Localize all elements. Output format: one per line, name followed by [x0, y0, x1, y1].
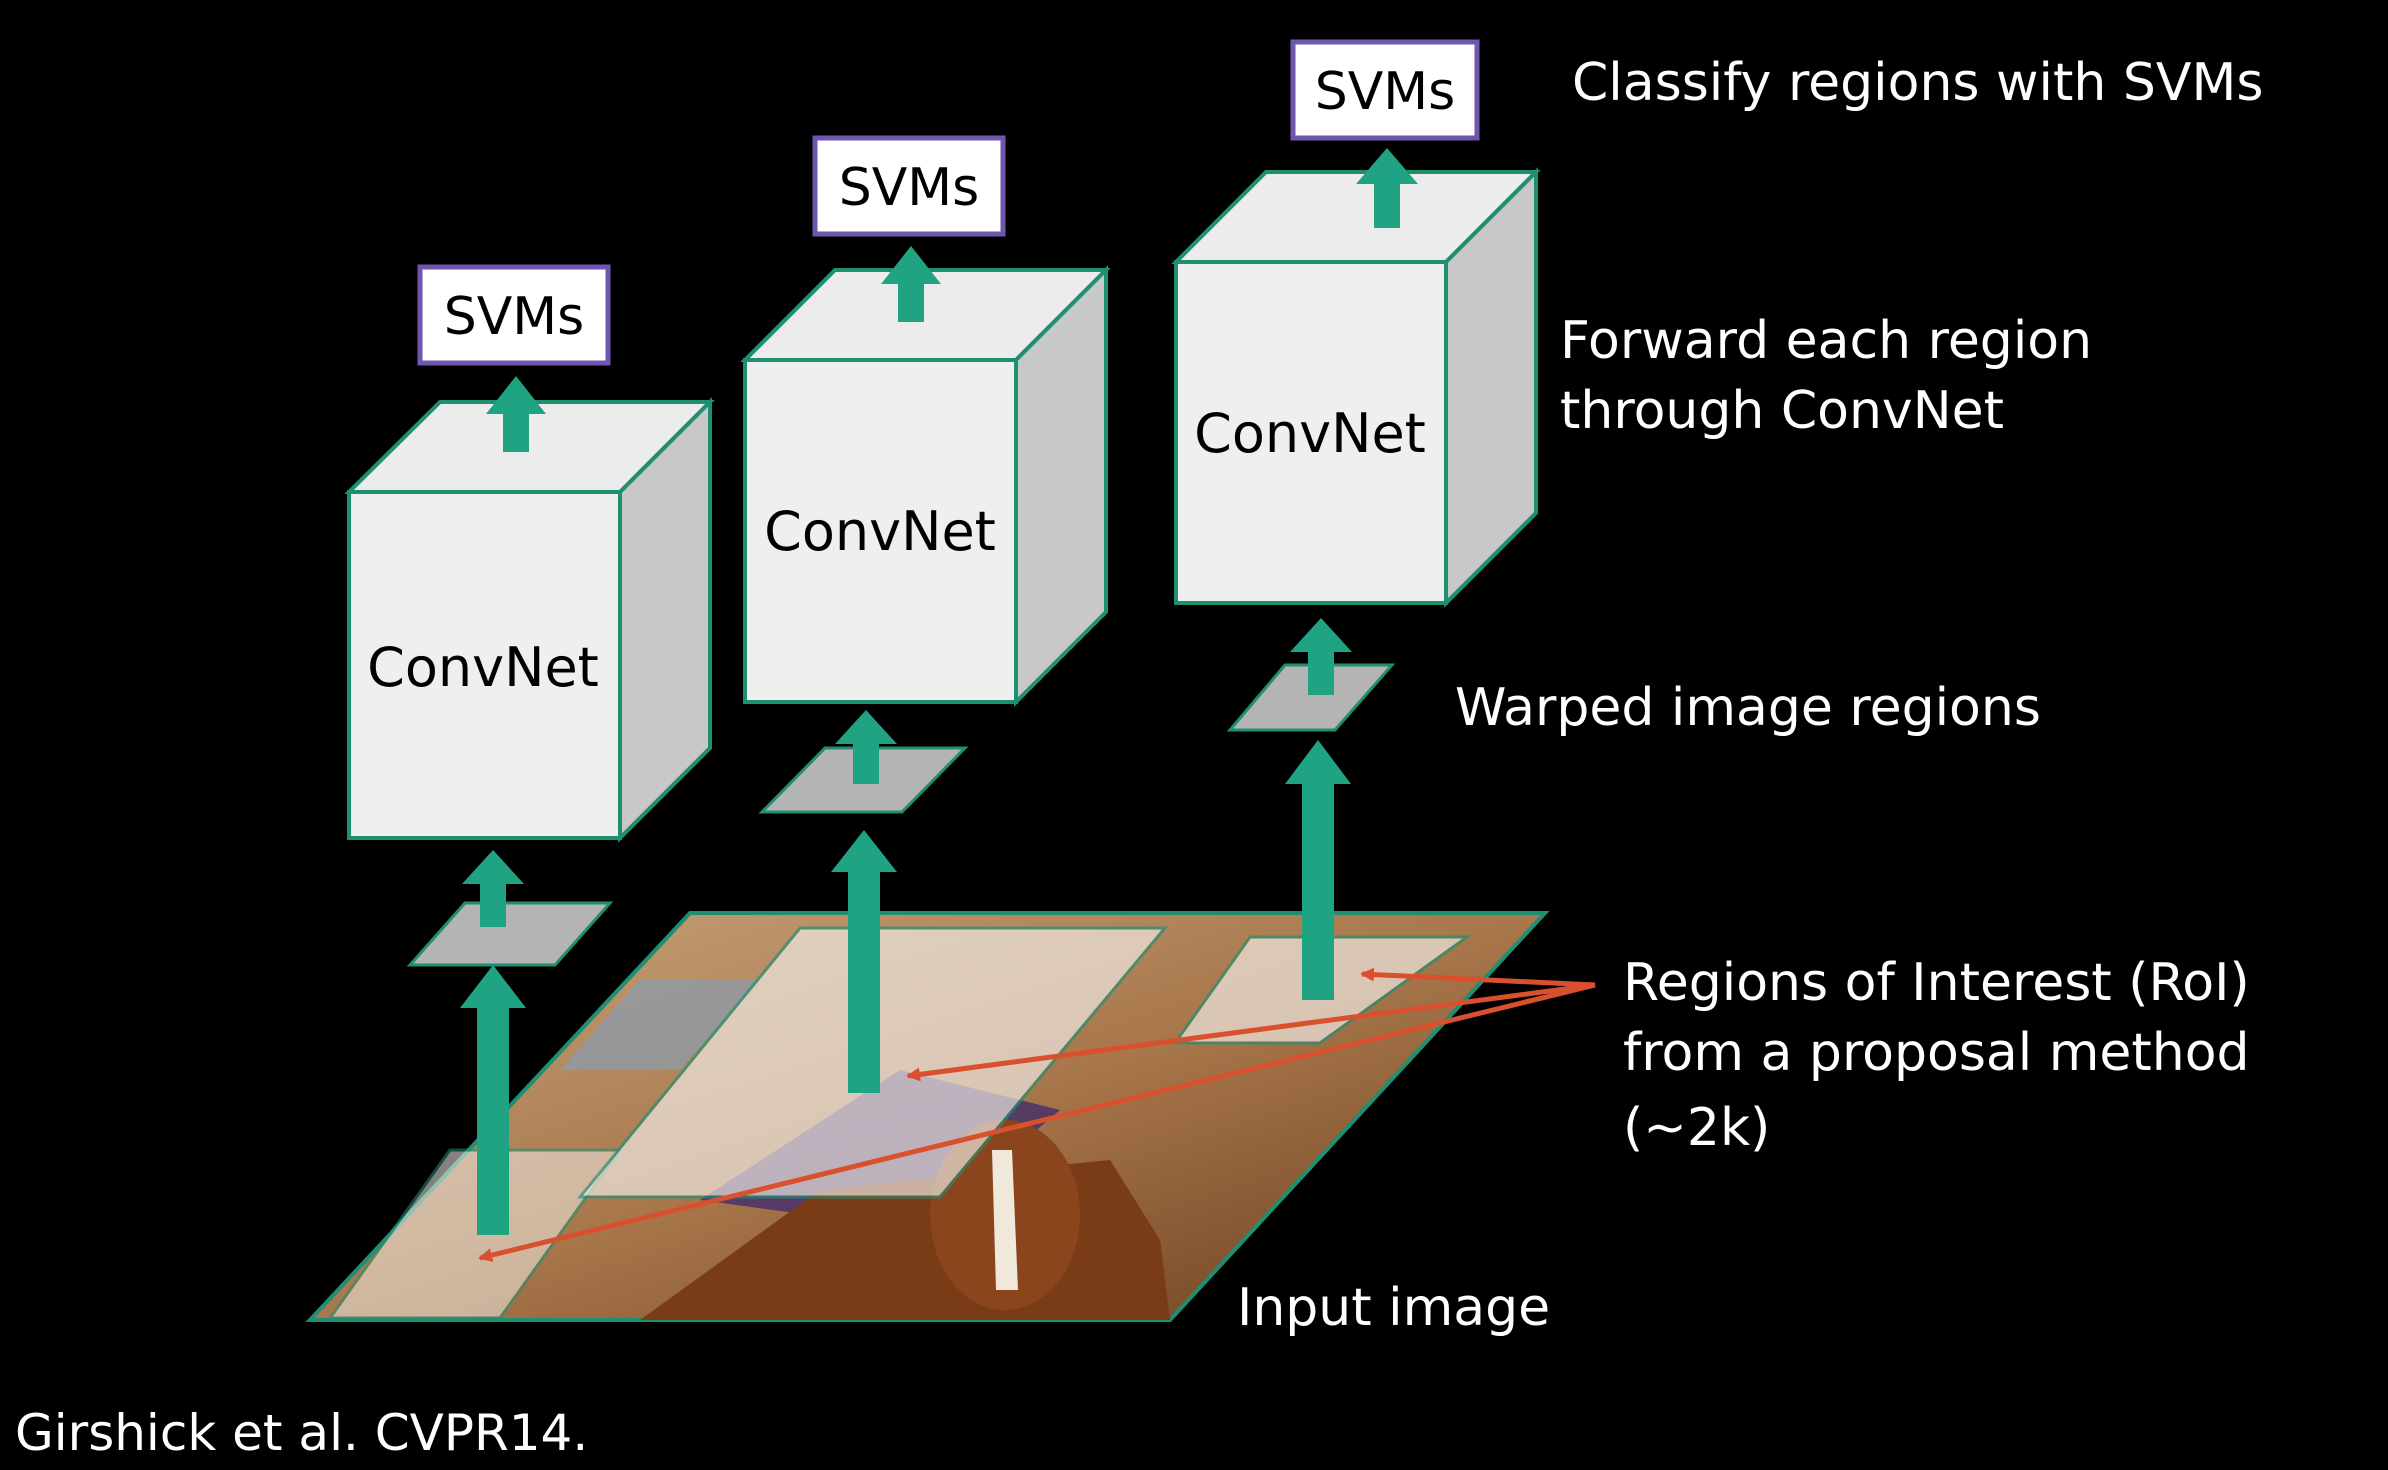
arrow-warped-to-cnn-1: [462, 850, 524, 927]
annotation-warped: Warped image regions: [1455, 678, 2041, 738]
arrow-cnn-to-svm-1: [486, 376, 546, 452]
horse-blaze-shape: [992, 1150, 1018, 1290]
convnet-label-1: ConvNet: [367, 636, 599, 699]
convnet-label-2: ConvNet: [764, 500, 996, 563]
convnet-cube-1: ConvNet: [344, 397, 715, 843]
annotation-forward-line1: Forward each region: [1560, 311, 2092, 371]
cube3-front: [1174, 260, 1448, 605]
roi-pointers: [478, 967, 1596, 1262]
arrow-warped-to-cnn-2: [835, 710, 897, 784]
convnet-cube-2: ConvNet: [740, 265, 1111, 707]
roi-pointer-1: [1360, 967, 1596, 988]
annotation-roi-line2: from a proposal method: [1623, 1023, 2250, 1083]
fence-shape: [560, 980, 760, 1070]
svm-box-3: SVMs: [1290, 39, 1480, 141]
cube1-front: [347, 490, 622, 840]
annotation-roi-line1: Regions of Interest (RoI): [1623, 953, 2250, 1013]
roi-pointer-2: [906, 982, 1596, 1082]
citation: Girshick et al. CVPR14.: [15, 1404, 588, 1462]
flow-arrows: [460, 148, 1418, 1235]
cube2-front: [743, 358, 1018, 704]
arrow-image-to-warped-2: [831, 830, 897, 1093]
annotation-classify: Classify regions with SVMs: [1572, 53, 2263, 113]
svm-label-3: SVMs: [1315, 62, 1456, 122]
annotation-roi-line3: (~2k): [1623, 1098, 1770, 1158]
arrow-warped-to-cnn-3: [1290, 618, 1352, 695]
warped-region-1: [406, 901, 614, 967]
svm-box-1: SVMs: [417, 264, 611, 366]
svm-label-1: SVMs: [444, 287, 585, 347]
roi-pointer-3: [478, 982, 1596, 1262]
svm-label-2: SVMs: [839, 158, 980, 218]
warped-region-3: [1226, 663, 1396, 732]
arrow-image-to-warped-1: [460, 965, 526, 1235]
arrow-cnn-to-svm-3: [1356, 148, 1418, 228]
svm-box-2: SVMs: [812, 135, 1006, 237]
annotation-input: Input image: [1237, 1278, 1550, 1338]
convnet-label-3: ConvNet: [1194, 402, 1426, 465]
annotation-forward-line2: through ConvNet: [1560, 381, 2004, 441]
arrow-cnn-to-svm-2: [881, 246, 941, 322]
convnet-cube-3: ConvNet: [1171, 167, 1541, 608]
arrow-image-to-warped-3: [1285, 740, 1351, 1000]
